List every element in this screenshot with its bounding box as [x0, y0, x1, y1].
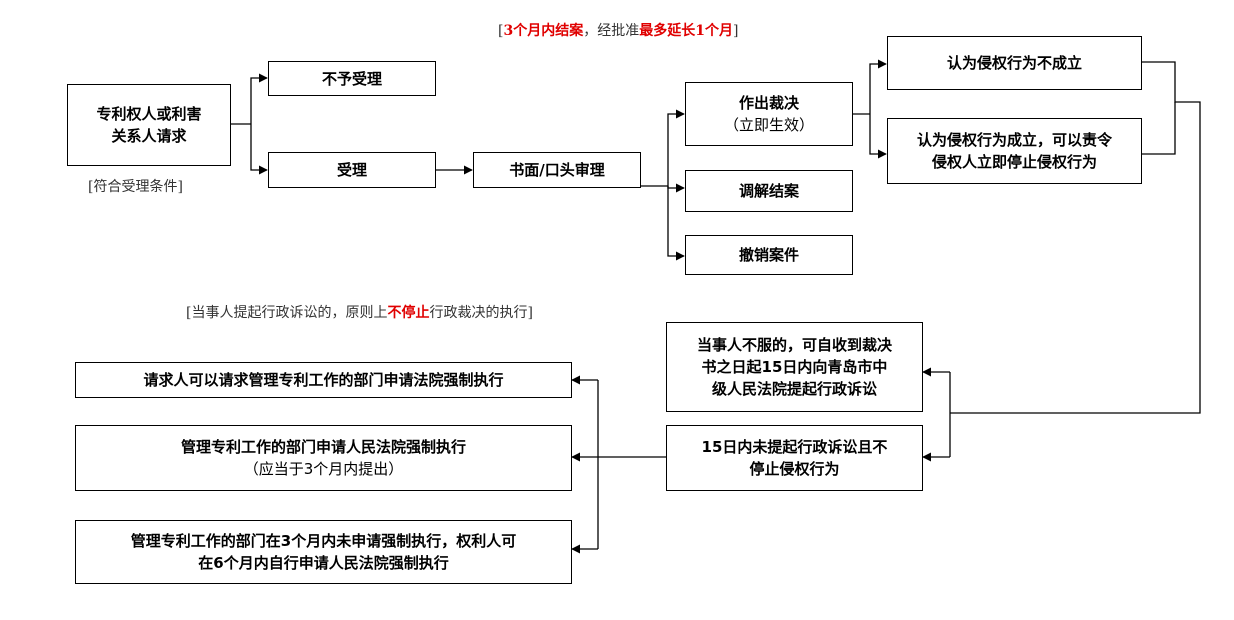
note-accept-condition: [符合受理条件]: [88, 179, 183, 195]
connector-right-bracket: [950, 61, 1201, 414]
node-requester-enforce: 请求人可以请求管理专利工作的部门申请法院强制执行: [75, 362, 572, 398]
node-mediation: 调解结案: [685, 170, 853, 212]
node-accept: 受理: [268, 152, 436, 188]
node-requester: 专利权人或利害 关系人请求: [67, 84, 231, 166]
connector-to-withdraw: [667, 186, 685, 261]
node-appeal: 当事人不服的，可自收到裁决 书之日起15日内向青岛市中 级人民法院提起行政诉讼: [666, 322, 923, 412]
connector-to-infringement: [869, 114, 887, 159]
connector-to-accept: [250, 124, 268, 175]
node-no-appeal: 15日内未提起行政诉讼且不 停止侵权行为: [666, 425, 923, 491]
node-infringement: 认为侵权行为成立，可以责令 侵权人立即停止侵权行为: [887, 118, 1142, 184]
connector-to-no-infringement: [869, 59, 887, 114]
node-self-enforce: 管理专利工作的部门在3个月内未申请强制执行，权利人可 在6个月内自行申请人民法院…: [75, 520, 572, 584]
note-deadline: [3个月内结案，经批准最多延长1个月]: [498, 23, 739, 39]
node-review: 书面/口头审理: [473, 152, 641, 188]
connector-to-reject: [250, 73, 268, 124]
connector-to-mediation: [667, 183, 685, 193]
node-withdraw: 撤销案件: [685, 235, 853, 275]
node-reject: 不予受理: [268, 61, 436, 96]
connector-to-ruling: [667, 109, 685, 186]
note-lawsuit: [当事人提起行政诉讼的，原则上不停止行政裁决的执行]: [186, 305, 533, 321]
node-dept-enforce: 管理专利工作的部门申请人民法院强制执行 （应当于3个月内提出）: [75, 425, 572, 491]
node-no-infringement: 认为侵权行为不成立: [887, 36, 1142, 90]
connector-infringement-right: [1142, 102, 1176, 155]
node-ruling: 作出裁决 （立即生效）: [685, 82, 853, 146]
